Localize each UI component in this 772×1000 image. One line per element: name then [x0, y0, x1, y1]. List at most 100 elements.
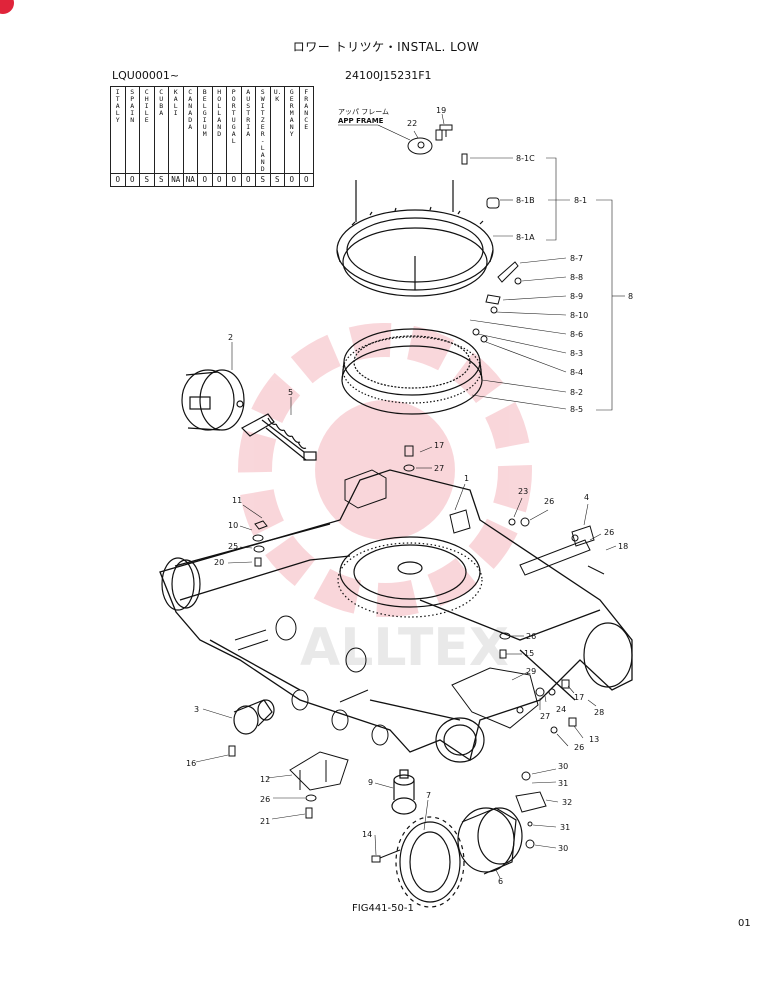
callout-20: 20: [214, 558, 224, 567]
upper-frame-label: アッパ フレーム APP FRAME: [338, 108, 411, 141]
page-number: 01: [738, 918, 751, 929]
travel-motor: [457, 807, 523, 875]
callout-16: 16: [186, 759, 196, 768]
callout-14: 14: [362, 830, 372, 839]
callout-8-8: 8-8: [570, 273, 583, 282]
track-frame: [159, 469, 633, 762]
country-code-cell: S: [139, 173, 155, 187]
callout-24: 24: [556, 705, 566, 714]
idler-wheel: [181, 369, 245, 431]
callout-11: 11: [232, 496, 242, 505]
frame-brackets: [234, 469, 591, 703]
country-code-cell: O: [211, 173, 227, 187]
callout-3: 3: [194, 705, 199, 714]
country-code-cell: NA: [168, 173, 184, 187]
country-code-cell: O: [240, 173, 256, 187]
carrier-roller: [233, 699, 275, 735]
page-corner-badge: [0, 0, 14, 14]
callout-18: 18: [618, 542, 628, 551]
country-code-cell: S: [269, 173, 285, 187]
callout-15: 15: [524, 649, 534, 658]
callout-30-a: 30: [558, 762, 568, 771]
center-swivel-joint: [391, 769, 417, 815]
country-name-cell: PORTUGAL: [226, 86, 242, 174]
callout-31-a: 31: [558, 779, 568, 788]
small-cover-plate: [515, 771, 547, 849]
callout-26-d: 26: [574, 743, 584, 752]
callout-17-mid: 17: [574, 693, 584, 702]
callout-8-4: 8-4: [570, 368, 583, 377]
bearing-small-parts: [461, 153, 522, 343]
callout-22: 22: [407, 119, 417, 128]
callout-19: 19: [436, 106, 446, 115]
frame-front-idler: [161, 557, 201, 611]
callout-21: 21: [260, 817, 270, 826]
model-number: 24100J15231F1: [345, 69, 432, 82]
svg-text:ALLTEX: ALLTEX: [300, 618, 509, 678]
callout-8-1b: 8-1B: [516, 196, 535, 205]
callout-labels: 19 22 8-1C 8-1B 8-1 8-1A 8-7 8-8 8-9 8 8…: [186, 106, 633, 886]
frame-swing-circle: [337, 536, 483, 618]
lower-rollers: [275, 615, 389, 746]
callout-29: 29: [526, 667, 536, 676]
callout-8: 8: [628, 292, 633, 301]
country-name-cell: BELGIUM: [197, 86, 213, 174]
callout-26-a: 26: [544, 497, 554, 506]
callout-1: 1: [464, 474, 469, 483]
country-code-cell: NA: [182, 173, 198, 187]
callout-26-b: 26: [604, 528, 614, 537]
callout-17-top: 17: [434, 441, 444, 450]
callout-7: 7: [426, 791, 431, 800]
country-code-cell: O: [124, 173, 140, 187]
callout-32: 32: [562, 798, 572, 807]
country-name-cell: FRANCE: [298, 86, 314, 174]
country-code-cell: S: [153, 173, 169, 187]
callout-10: 10: [228, 521, 238, 530]
callout-31-b: 31: [560, 823, 570, 832]
callout-8-9: 8-9: [570, 292, 583, 301]
callout-8-1a: 8-1A: [516, 233, 535, 242]
callout-27-mid: 27: [540, 712, 550, 721]
country-name-cell: AUSTRIA: [240, 86, 256, 174]
callout-12: 12: [260, 775, 270, 784]
leader-lines: [195, 113, 625, 879]
frame-rear-housing: [435, 622, 633, 763]
upper-frame-label-en: APP FRAME: [338, 117, 384, 125]
country-code-cell: O: [197, 173, 213, 187]
callout-8-2: 8-2: [570, 388, 583, 397]
callout-8-3: 8-3: [570, 349, 583, 358]
callout-8-1c: 8-1C: [516, 154, 535, 163]
watermark-logo: ALLTEX: [238, 323, 532, 678]
callout-4: 4: [584, 493, 589, 502]
callout-2: 2: [228, 333, 233, 342]
page-title: ロワー トリツケ・INSTAL. LOW: [292, 40, 480, 54]
recoil-spring-adjuster: [241, 413, 317, 461]
country-code-cell: O: [226, 173, 242, 187]
callout-5: 5: [288, 388, 293, 397]
fasteners: [228, 445, 605, 863]
callout-9: 9: [368, 778, 373, 787]
callout-8-7: 8-7: [570, 254, 583, 263]
country-name-cell: CHILE: [139, 86, 155, 174]
drive-sprocket: [395, 816, 465, 908]
country-name-cell: KALI: [168, 86, 184, 174]
callout-8-5: 8-5: [570, 405, 583, 414]
swing-bearing-outer-ring: [336, 180, 494, 297]
upper-frame-label-jp: アッパ フレーム: [338, 108, 389, 116]
callout-13: 13: [589, 735, 599, 744]
country-code-cell: O: [298, 173, 314, 187]
callout-30-b: 30: [558, 844, 568, 853]
upper-frame-marker: [407, 124, 453, 155]
country-name-cell: SPAIN: [124, 86, 140, 174]
callout-23: 23: [518, 487, 528, 496]
country-code-cell: O: [110, 173, 126, 187]
callout-28: 28: [594, 708, 604, 717]
callout-8-6: 8-6: [570, 330, 583, 339]
callout-25: 25: [228, 542, 238, 551]
cover-plate: [451, 667, 539, 729]
callout-26-e: 26: [260, 795, 270, 804]
figure-number: FIG441-50-1: [352, 903, 414, 914]
callout-8-10: 8-10: [570, 311, 588, 320]
